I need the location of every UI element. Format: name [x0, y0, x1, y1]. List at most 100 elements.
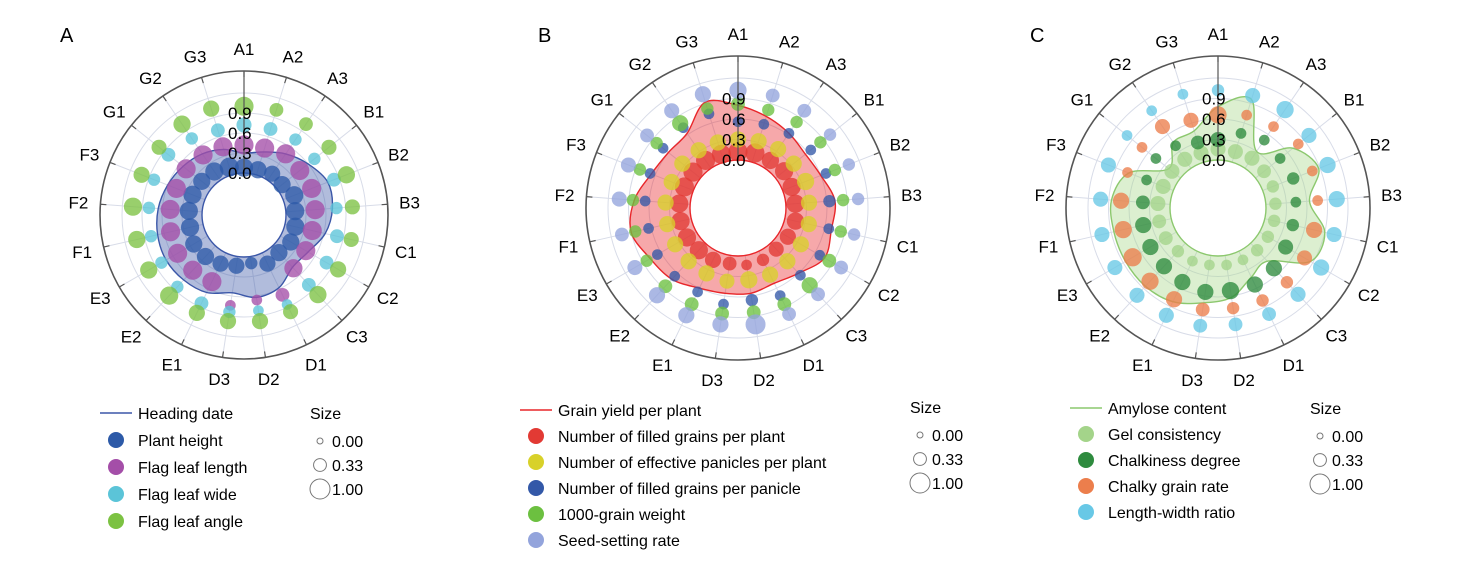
size-legend-label: 0.00 [1332, 429, 1363, 446]
bubble-point [1112, 192, 1130, 209]
bubble-point [834, 225, 847, 238]
legend-swatch [528, 428, 544, 444]
bubble-point [1245, 87, 1261, 104]
bubble-point [203, 100, 220, 117]
bubble-point [814, 249, 826, 261]
bubble-point [1152, 214, 1167, 229]
bubble-point [1164, 163, 1180, 179]
bubble-point [761, 266, 779, 283]
bubble-point [648, 287, 666, 304]
bubble-point [1290, 286, 1306, 302]
bubble-point [151, 139, 167, 155]
outer-tick [1280, 339, 1285, 346]
bubble-point [701, 102, 714, 115]
bubble-point [1301, 127, 1317, 144]
size-legend-label: 1.00 [932, 476, 963, 493]
outer-tick [351, 124, 357, 130]
bubble-point [123, 197, 143, 216]
bubble-point [173, 115, 191, 133]
bubble-point [779, 253, 796, 270]
ring-tick-label: 0.0 [722, 151, 746, 170]
bubble-point [155, 256, 168, 269]
bubble-point [792, 236, 809, 253]
bubble-series-1 [160, 135, 325, 311]
outer-tick [221, 351, 225, 358]
bubble-point [1221, 281, 1240, 300]
outer-tick [606, 280, 612, 285]
spoke-label: G1 [591, 91, 614, 110]
bubble-point [305, 200, 325, 220]
spoke-label: A2 [1259, 33, 1280, 52]
legend-label: Gel consistency [1108, 427, 1221, 444]
bubble-point [219, 157, 239, 177]
bubble-point [1221, 259, 1232, 271]
bubble-point [626, 193, 640, 207]
outer-tick [851, 112, 858, 118]
bubble-point [1141, 272, 1159, 290]
bubble-point [640, 128, 654, 143]
bubble-point [276, 144, 296, 164]
size-legend-title: Size [910, 400, 941, 417]
spoke-label: D1 [803, 356, 825, 375]
spoke-label: C1 [1377, 238, 1399, 257]
spoke-label: E2 [1089, 327, 1110, 346]
spoke-label: F3 [1046, 135, 1066, 154]
spoke-label: G2 [1109, 55, 1132, 74]
spoke-label: E3 [1057, 286, 1078, 305]
size-legend-circle [1309, 473, 1331, 495]
size-legend-label: 1.00 [332, 482, 363, 499]
bubble-point [704, 251, 722, 268]
bubble-point [633, 163, 647, 176]
bubble-point [188, 304, 205, 322]
outer-tick [800, 339, 805, 346]
outer-tick [780, 62, 784, 69]
bubble-point [694, 86, 712, 103]
outer-tick [109, 161, 116, 166]
outer-tick [284, 77, 288, 84]
spoke-label: G3 [675, 33, 698, 52]
spoke-label: C3 [845, 327, 867, 346]
bubble-point [1158, 231, 1173, 246]
spoke-label: D1 [1283, 356, 1305, 375]
bubble-series-2 [639, 108, 836, 310]
bubble-point [160, 286, 179, 305]
outer-tick [1098, 112, 1105, 118]
legend-label: Chalkiness degree [1108, 453, 1241, 470]
outer-tick [200, 77, 204, 84]
bubble-point [1227, 144, 1243, 160]
bubble-point [1195, 302, 1210, 317]
bubble-point [1297, 250, 1313, 266]
bubble-point [762, 103, 775, 117]
bubble-point [674, 155, 691, 172]
legend-label: Flag leaf wide [138, 487, 237, 504]
bubble-point [1306, 165, 1318, 177]
outer-tick [589, 239, 596, 243]
outer-tick [880, 239, 887, 243]
bubble-point [1190, 135, 1205, 150]
spoke-label: B2 [1370, 135, 1391, 154]
bubble-point [1292, 138, 1304, 150]
bubble-point [796, 172, 815, 191]
bubble-point [1241, 109, 1253, 121]
bubble-point [770, 141, 787, 158]
spoke-label: E3 [90, 289, 111, 308]
legend-label: Plant height [138, 433, 223, 450]
bubble-point [1107, 259, 1123, 276]
spoke-label: F1 [1038, 238, 1058, 257]
spoke-label: B1 [864, 91, 885, 110]
bubble-point [210, 123, 225, 138]
bubble-point [1265, 260, 1282, 277]
legend-swatch [108, 513, 124, 529]
size-legend-label: 1.00 [1332, 477, 1363, 494]
bubble-point [782, 177, 801, 197]
bubble-point [800, 194, 818, 211]
bubble-point [299, 117, 313, 132]
bubble-point [745, 314, 766, 335]
bubble-point [1328, 190, 1345, 208]
bubble-point [765, 88, 780, 103]
bubble-point [337, 166, 356, 184]
bubble-point [1150, 195, 1166, 212]
size-legend-title: Size [1310, 401, 1341, 418]
